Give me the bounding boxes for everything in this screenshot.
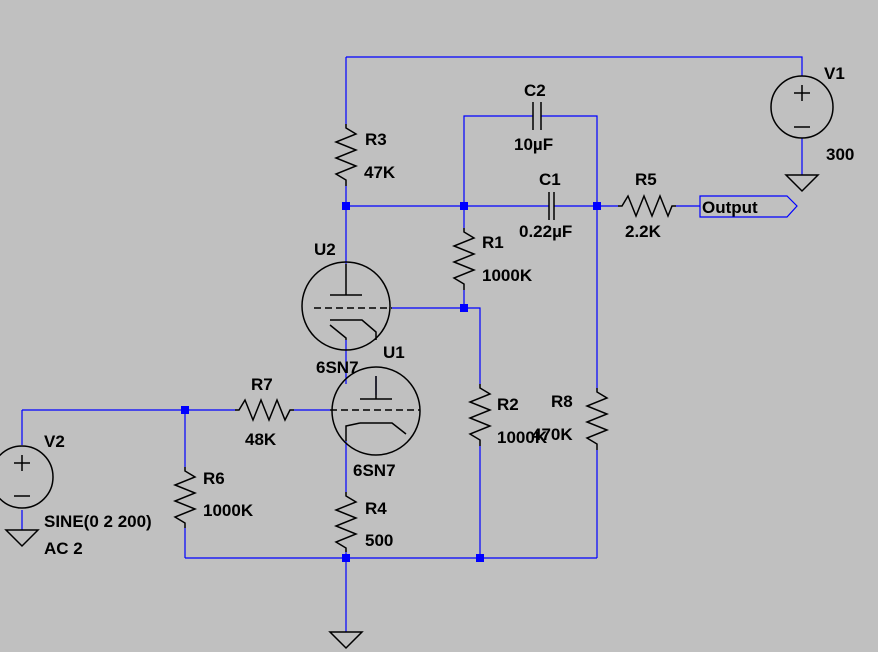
c2-name-label: C2 [524, 81, 546, 100]
c1-name-label: C1 [539, 170, 561, 189]
output-label: Output [702, 198, 758, 217]
junction-dot [342, 202, 350, 210]
capacitor-c2[interactable] [532, 102, 542, 130]
output-port[interactable] [699, 195, 798, 218]
junction-dot [460, 304, 468, 312]
r3-name-label: R3 [365, 130, 387, 149]
v1-value-label: 300 [826, 145, 854, 164]
capacitor-c1[interactable] [548, 192, 555, 220]
r6-name-label: R6 [203, 469, 225, 488]
r8-value-label: 470K [532, 425, 573, 444]
u1-name-label: U1 [383, 343, 405, 362]
ground-symbol [784, 174, 820, 193]
junctions [181, 202, 601, 562]
r4-value-label: 500 [365, 531, 393, 550]
resistor-r7[interactable] [235, 397, 294, 423]
r1-name-label: R1 [482, 233, 504, 252]
junction-dot [460, 202, 468, 210]
labels: V1 300 C2 10µF R3 47K C1 0.22µF R5 2.2K … [44, 64, 854, 558]
r5-name-label: R5 [635, 170, 657, 189]
u2-name-label: U2 [314, 240, 336, 259]
junction-dot [476, 554, 484, 562]
u2-model-label: 6SN7 [316, 358, 359, 377]
resistor-r8[interactable] [584, 388, 610, 450]
wires [21, 56, 803, 632]
r4-name-label: R4 [365, 499, 387, 518]
r5-value-label: 2.2K [625, 222, 662, 241]
v2-name-label: V2 [44, 432, 65, 451]
resistor-r5[interactable] [618, 193, 676, 219]
r7-value-label: 48K [245, 430, 277, 449]
v2-value-label-line1: SINE(0 2 200) [44, 512, 152, 531]
resistor-r2[interactable] [467, 384, 493, 446]
r7-name-label: R7 [251, 375, 273, 394]
u1-model-label: 6SN7 [353, 461, 396, 480]
voltage-source-v2[interactable] [0, 445, 54, 509]
ground-symbol [4, 529, 40, 548]
resistor-r4[interactable] [333, 492, 359, 552]
v2-value-label-line2: AC 2 [44, 539, 83, 558]
junction-dot [593, 202, 601, 210]
resistor-r3[interactable] [333, 124, 359, 186]
r6-value-label: 1000K [203, 501, 254, 520]
junction-dot [181, 406, 189, 414]
ground-symbol [328, 631, 364, 650]
resistor-r1[interactable] [451, 228, 477, 290]
voltage-source-v1[interactable] [770, 75, 834, 139]
triode-u1[interactable] [330, 366, 421, 456]
c1-value-label: 0.22µF [519, 222, 572, 241]
r3-value-label: 47K [364, 163, 396, 182]
r8-name-label: R8 [551, 392, 573, 411]
r2-name-label: R2 [497, 395, 519, 414]
junction-dot [342, 554, 350, 562]
triode-u2[interactable] [301, 261, 392, 351]
r2-value-label: 1000K [497, 428, 548, 447]
resistor-r6[interactable] [172, 467, 198, 528]
r1-value-label: 1000K [482, 266, 533, 285]
c2-value-label: 10µF [514, 135, 553, 154]
v1-name-label: V1 [824, 64, 845, 83]
